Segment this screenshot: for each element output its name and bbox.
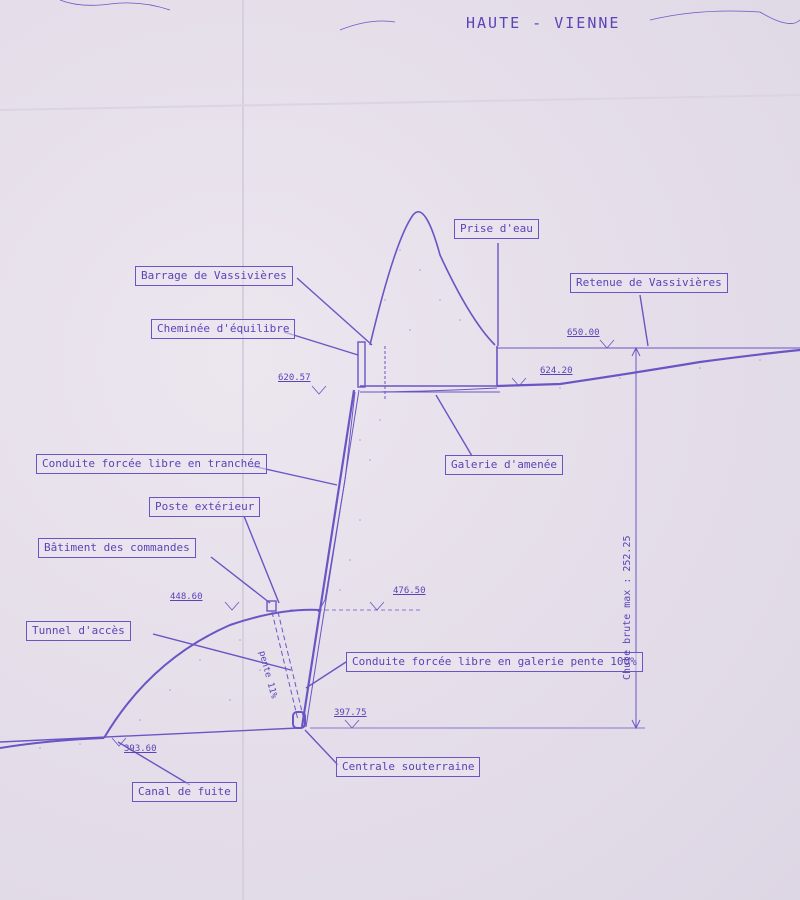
region-title: HAUTE - VIENNE <box>466 14 621 32</box>
canal-fuite <box>0 727 299 743</box>
elevation-476: 476.50 <box>393 586 426 596</box>
label-canal-fuite: Canal de fuite <box>132 782 237 802</box>
label-cheminee: Cheminée d'équilibre <box>151 319 296 339</box>
cheminee-shaft <box>357 341 366 388</box>
map-contour <box>649 10 800 24</box>
label-galerie-amenee: Galerie d'amenée <box>445 455 563 475</box>
elevation-397: 397.75 <box>334 708 367 718</box>
galerie-amenee-line <box>360 346 498 387</box>
leader <box>305 661 347 689</box>
fold-line <box>0 94 800 111</box>
elev-tick <box>344 719 360 729</box>
leader <box>283 331 359 356</box>
label-conduite-galerie: Conduite forcée libre en galerie pente 1… <box>346 652 643 672</box>
map-contour <box>339 20 396 31</box>
chute-arrow <box>631 719 641 730</box>
ground-left <box>0 737 105 749</box>
penstock <box>300 389 356 728</box>
leader <box>210 556 271 604</box>
centrale-station <box>292 711 306 729</box>
poste-exterieur-building <box>266 600 277 612</box>
elev-tick <box>599 339 615 349</box>
elev-tick <box>224 601 240 611</box>
elevation-620: 620.57 <box>278 373 311 383</box>
elev-tick <box>369 601 385 611</box>
mountain-peak <box>369 211 496 346</box>
chute-arrow <box>631 346 641 357</box>
reservoir-bed <box>496 348 800 388</box>
label-barrage: Barrage de Vassivières <box>135 266 293 286</box>
leader <box>639 294 649 347</box>
label-conduite-tranchee: Conduite forcée libre en tranchée <box>36 454 267 474</box>
ground-surface <box>359 387 498 393</box>
elevation-650: 650.00 <box>567 328 600 338</box>
label-tunnel-acces: Tunnel d'accès <box>26 621 131 641</box>
leader <box>304 729 339 766</box>
label-prise-eau: Prise d'eau <box>454 219 539 239</box>
label-poste-exterieur: Poste extérieur <box>149 497 261 517</box>
penstock <box>305 389 360 728</box>
leader <box>117 741 191 786</box>
elevation-624: 624.20 <box>540 366 573 376</box>
map-contour <box>59 0 171 11</box>
elevation-448: 448.60 <box>170 592 203 602</box>
leader <box>435 394 473 457</box>
label-centrale: Centrale souterraine <box>336 757 481 777</box>
tunnel-acces <box>277 611 305 721</box>
label-retenue: Retenue de Vassivières <box>570 273 728 293</box>
leader <box>296 277 373 346</box>
elev-tick <box>111 737 127 747</box>
elevation-393: 393.60 <box>124 744 157 754</box>
chute-brute-label: Chute brute max : 252.25 <box>622 535 633 681</box>
hillside-lower <box>103 608 321 739</box>
leader <box>243 515 280 604</box>
elev-tick <box>511 377 527 387</box>
elev-tick <box>311 385 327 395</box>
tunnel-acces <box>271 611 299 721</box>
leader <box>152 633 292 671</box>
label-batiment-commandes: Bâtiment des commandes <box>38 538 196 558</box>
